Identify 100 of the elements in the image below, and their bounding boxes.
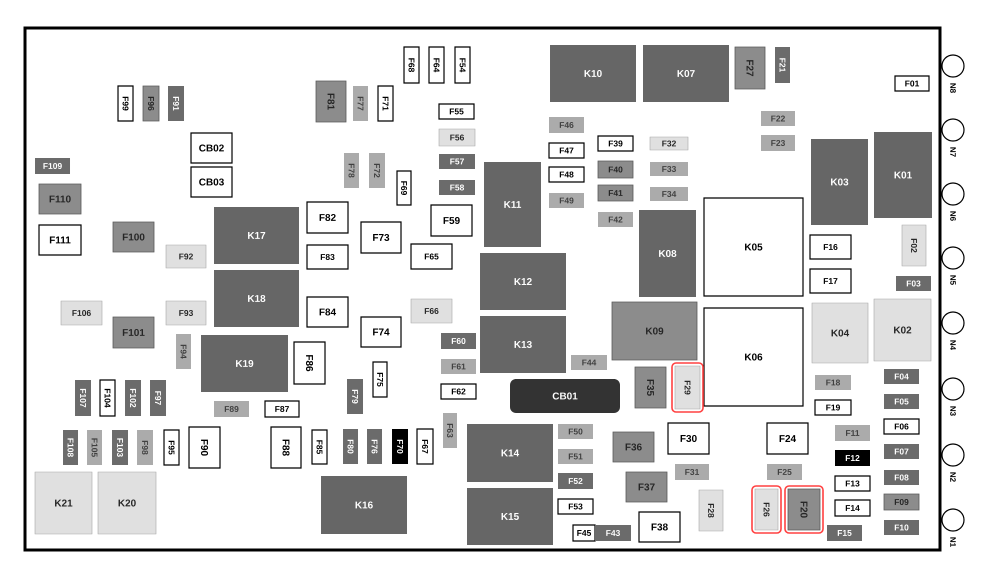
fuse-box: F11 [835, 425, 870, 441]
fuse-box: F32 [650, 136, 688, 150]
fuse-box: K21 [34, 472, 92, 534]
fuse-box: F65 [410, 243, 453, 270]
fuse-box: F17 [809, 268, 852, 294]
fuse-box: F19 [814, 399, 852, 416]
fuse-box: F111 [38, 224, 82, 256]
fuse-box: F95 [163, 429, 180, 466]
relay-box: K03 [811, 139, 868, 225]
fuse-box: F15 [827, 525, 862, 541]
fuse-box: F34 [650, 187, 688, 201]
relay-box: K10 [550, 45, 636, 102]
fuse-box: K20 [98, 472, 156, 534]
fuse-box: F45 [572, 524, 596, 542]
fuse-box: F33 [650, 162, 688, 176]
fuse-box: F100 [112, 222, 154, 252]
fuse-box: F36 [612, 432, 654, 462]
fuse-box: F44 [571, 355, 607, 370]
fuse-box: F09 [884, 494, 920, 510]
fuse-box: F88 [270, 426, 302, 469]
fuse-box: F101 [112, 316, 154, 348]
fuse-box: F67 [416, 428, 434, 465]
fuse-box: F57 [439, 154, 475, 169]
fuse-box: F53 [557, 498, 594, 515]
fuse-box: F66 [410, 298, 452, 324]
fuse-box: F77 [353, 86, 368, 121]
fuse-box: K04 [812, 302, 868, 364]
relay-box: K12 [480, 253, 566, 310]
fuse-box: F37 [626, 472, 668, 502]
fuse-box: K09 [612, 302, 698, 360]
fuse-box: F21 [775, 47, 790, 83]
fuse-box: F50 [558, 424, 593, 439]
fuse-box: F23 [761, 135, 795, 151]
fuse-box: F07 [884, 444, 919, 459]
relay-box: K19 [201, 335, 288, 392]
relay-box: K13 [480, 316, 566, 373]
fuse-box: F24 [766, 422, 809, 455]
fuse-box: F69 [396, 170, 412, 206]
relay-box: K07 [643, 45, 729, 102]
fuse-box: F91 [168, 86, 184, 121]
fuse-box: F29 [674, 366, 700, 410]
fuse-box: F08 [884, 470, 919, 485]
fuse-box: F48 [548, 166, 585, 183]
fuse-box: K06 [703, 307, 804, 407]
fuse-box: F94 [176, 334, 191, 369]
fuse-box: F90 [188, 426, 221, 469]
fuse-box: F40 [598, 160, 634, 178]
fuse-box: F71 [377, 85, 394, 122]
fuse-box: F28 [698, 490, 724, 532]
fuse-box: F46 [549, 117, 584, 133]
fuse-box: F05 [884, 394, 919, 409]
fuse-box: F93 [166, 300, 206, 326]
fuse-box: F20 [788, 488, 820, 530]
fuse-box: F86 [293, 341, 326, 385]
fuse-box: F01 [894, 75, 930, 92]
fuse-box: F60 [441, 333, 476, 349]
fuse-box: F03 [896, 276, 931, 291]
fuse-box: F87 [264, 400, 300, 418]
fuse-box: F103 [112, 430, 128, 465]
fuse-box: F79 [347, 379, 363, 414]
fuse-box: F84 [306, 296, 349, 328]
fuse-box: F59 [430, 204, 473, 237]
relay-box: K16 [321, 476, 407, 534]
fuse-box: F85 [311, 429, 328, 465]
fuse-box: F54 [454, 46, 471, 84]
fuse-box: K05 [703, 197, 804, 297]
fuse-box: F16 [809, 234, 852, 260]
relay-box: K08 [639, 210, 696, 297]
fuse-box: F02 [902, 224, 926, 266]
fuse-box: F35 [634, 366, 666, 408]
fuse-box: F72 [369, 153, 385, 188]
fuse-box: F80 [343, 429, 358, 464]
fuse-box: F82 [306, 201, 349, 234]
fuse-box: F38 [638, 511, 681, 543]
fuse-box: F41 [598, 184, 634, 202]
relay-box: K01 [874, 132, 932, 218]
fuse-box: F12 [835, 450, 870, 466]
fuse-box: F43 [595, 525, 631, 541]
fuse-box: F18 [815, 375, 851, 390]
fuse-box: F26 [754, 488, 778, 530]
fuse-box: F42 [598, 212, 633, 227]
fuse-box: F62 [440, 383, 477, 400]
relay-box: K18 [214, 270, 299, 327]
fuse-box: CB02 [190, 132, 233, 164]
fuse-box: CB03 [190, 166, 233, 198]
fuse-box: F96 [142, 86, 160, 122]
fuse-box: F52 [558, 473, 593, 489]
relay-box: K11 [484, 162, 541, 247]
fuse-box: F51 [558, 449, 593, 464]
fuse-box: F99 [117, 85, 134, 122]
fuse-box: F63 [443, 413, 457, 448]
fuse-box: F83 [306, 244, 349, 270]
fuse-box: F89 [214, 401, 249, 417]
fuse-box: F25 [767, 464, 802, 480]
relay-box: K14 [467, 424, 553, 482]
fuse-box: F30 [667, 422, 710, 455]
fuse-box: F108 [63, 430, 78, 465]
fuse-box: F73 [360, 221, 402, 254]
fuse-box: F22 [761, 111, 795, 126]
fuse-box: F58 [439, 180, 475, 195]
